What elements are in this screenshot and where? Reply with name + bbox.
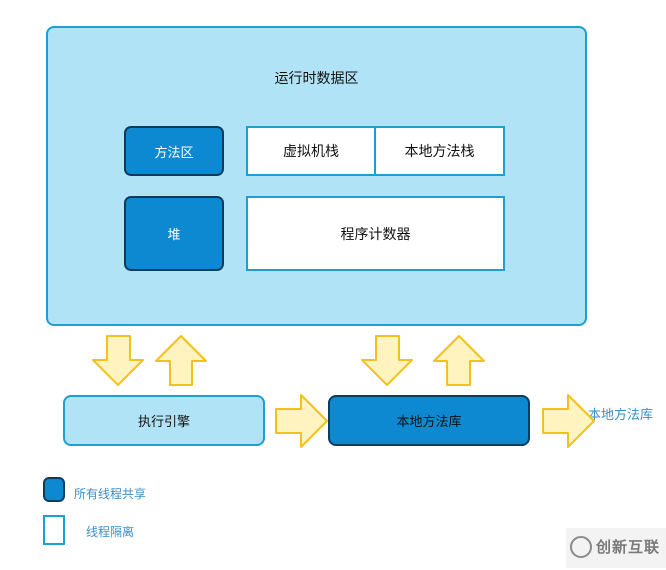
native-method-library-box: 本地方法库 [328,395,530,446]
legend-isolated-swatch [43,515,65,545]
arrow-right-native-lib-out [542,394,595,448]
native-method-stack-box: 本地方法栈 [374,126,505,176]
arrow-down-engine [92,335,144,386]
legend-isolated-label: 线程隔离 [86,525,135,539]
native-method-library-label: 本地方法库 [396,415,462,430]
arrow-right-engine-to-native-lib [275,394,328,448]
method-area-box: 方法区 [124,126,224,176]
vm-stack-label: 虚拟机栈 [283,144,339,160]
native-method-library-outer-label: 本地方法库 [588,408,654,423]
heap-label: 堆 [167,228,181,243]
runtime-data-area [46,26,587,326]
heap-box: 堆 [124,196,224,271]
program-counter-box: 程序计数器 [246,196,505,271]
runtime-data-area-title: 运行时数据区 [274,71,359,87]
arrow-down-native-lib [361,335,413,386]
method-area-label: 方法区 [154,145,194,161]
execution-engine-label: 执行引擎 [137,415,190,430]
execution-engine-box: 执行引擎 [63,395,265,446]
vm-stack-box: 虚拟机栈 [246,126,376,176]
watermark-logo-icon [570,536,592,558]
watermark-text: 创新互联 [596,538,661,556]
legend-shared-label: 所有线程共享 [74,487,147,501]
arrow-up-engine [155,335,207,386]
legend-shared-swatch [43,477,65,502]
program-counter-label: 程序计数器 [340,226,411,243]
arrow-up-native-lib [433,335,485,386]
native-method-stack-label: 本地方法栈 [404,144,475,160]
